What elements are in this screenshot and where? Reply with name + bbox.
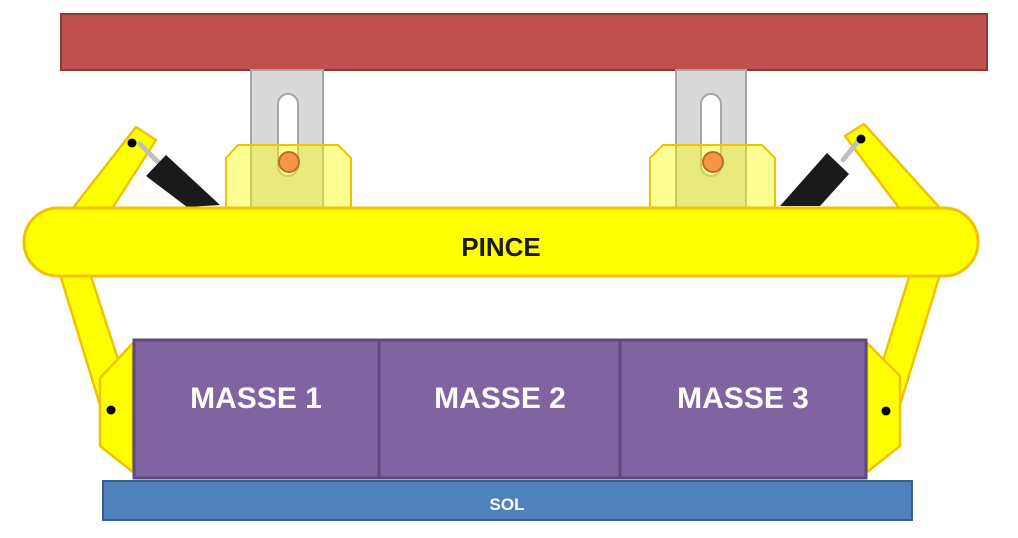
mass-3-label: MASSE 3 bbox=[677, 382, 809, 415]
mass-3 bbox=[618, 338, 868, 480]
right-jaw-pivot bbox=[881, 406, 891, 416]
left-cylinder-rod bbox=[137, 141, 163, 167]
mass-1 bbox=[132, 338, 381, 480]
left-cylinder bbox=[137, 141, 220, 207]
right-cylinder bbox=[780, 137, 862, 206]
left-slide-pin bbox=[278, 151, 300, 173]
sol-label: SOL bbox=[490, 495, 525, 514]
right-slide-pin bbox=[702, 151, 724, 173]
pince-bar bbox=[22, 206, 980, 278]
mass-1-label: MASSE 1 bbox=[190, 382, 322, 415]
mass-2-label: MASSE 2 bbox=[434, 382, 566, 415]
left-jaw-pivot bbox=[106, 405, 116, 415]
right-arm-pivot-top bbox=[856, 134, 866, 144]
right-cylinder-rod bbox=[840, 137, 862, 163]
mass-2 bbox=[377, 338, 622, 480]
top-beam bbox=[60, 13, 988, 71]
pince-label: PINCE bbox=[461, 232, 540, 262]
left-cylinder-body bbox=[146, 155, 220, 207]
masses-block: MASSE 1 MASSE 2 MASSE 3 bbox=[132, 338, 868, 480]
right-cylinder-body bbox=[780, 153, 849, 206]
sol-ground bbox=[102, 480, 913, 521]
left-arm-pivot-top bbox=[127, 138, 137, 148]
